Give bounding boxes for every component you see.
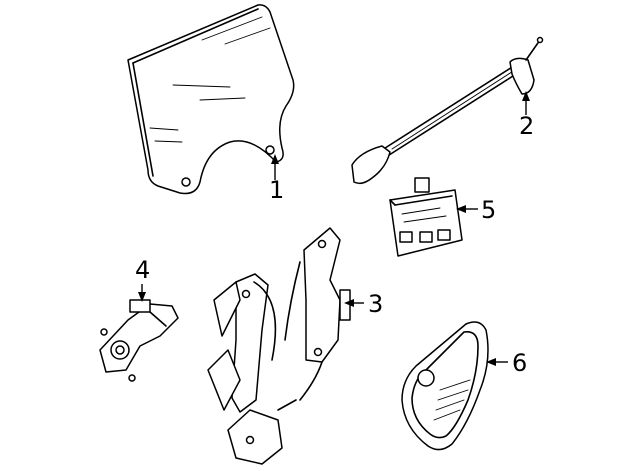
callout-1-label: 1	[269, 176, 284, 204]
run-channel-part	[351, 36, 544, 185]
callout-6-label: 6	[512, 349, 527, 377]
regulator-motor-part	[99, 299, 179, 382]
control-module-part	[389, 177, 463, 257]
window-glass-part	[127, 4, 295, 195]
callout-4-label: 4	[135, 256, 150, 284]
window-regulator-part	[207, 227, 351, 465]
callout-2-label: 2	[519, 112, 534, 140]
callout-labels: 1 2 3 4 5 6	[135, 112, 534, 377]
callout-arrows	[138, 91, 530, 366]
callout-5-label: 5	[481, 196, 496, 224]
switch-bezel-part	[401, 321, 489, 451]
callout-3-label: 3	[368, 290, 383, 318]
